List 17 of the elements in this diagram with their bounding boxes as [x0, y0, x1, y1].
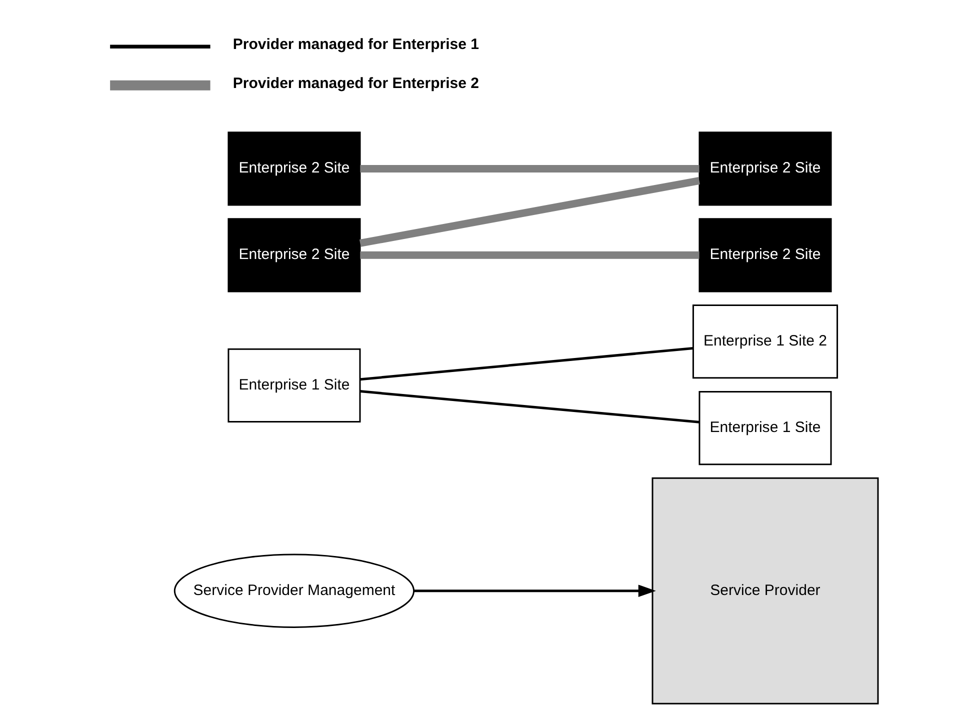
node-box: Enterprise 2 Site: [698, 132, 832, 206]
legend-label: Provider managed for Enterprise 1: [232, 36, 479, 54]
connector: [360, 390, 699, 424]
node-box: Service Provider: [651, 477, 878, 704]
node-box: Enterprise 2 Site: [227, 218, 360, 292]
connector: [360, 164, 699, 172]
node-ellipse: Service Provider Management: [173, 554, 414, 628]
node-box: Enterprise 2 Site: [698, 218, 832, 292]
node-box: Enterprise 1 Site 2: [692, 304, 838, 379]
node-box: Enterprise 1 Site: [227, 348, 360, 423]
node-box: Enterprise 2 Site: [227, 132, 360, 206]
node-box: Enterprise 1 Site: [698, 390, 832, 466]
connector: [360, 346, 693, 381]
connector: [358, 176, 700, 247]
arrow: [414, 584, 656, 598]
connector: [360, 251, 699, 259]
legend-label: Provider managed for Enterprise 2: [232, 75, 479, 92]
